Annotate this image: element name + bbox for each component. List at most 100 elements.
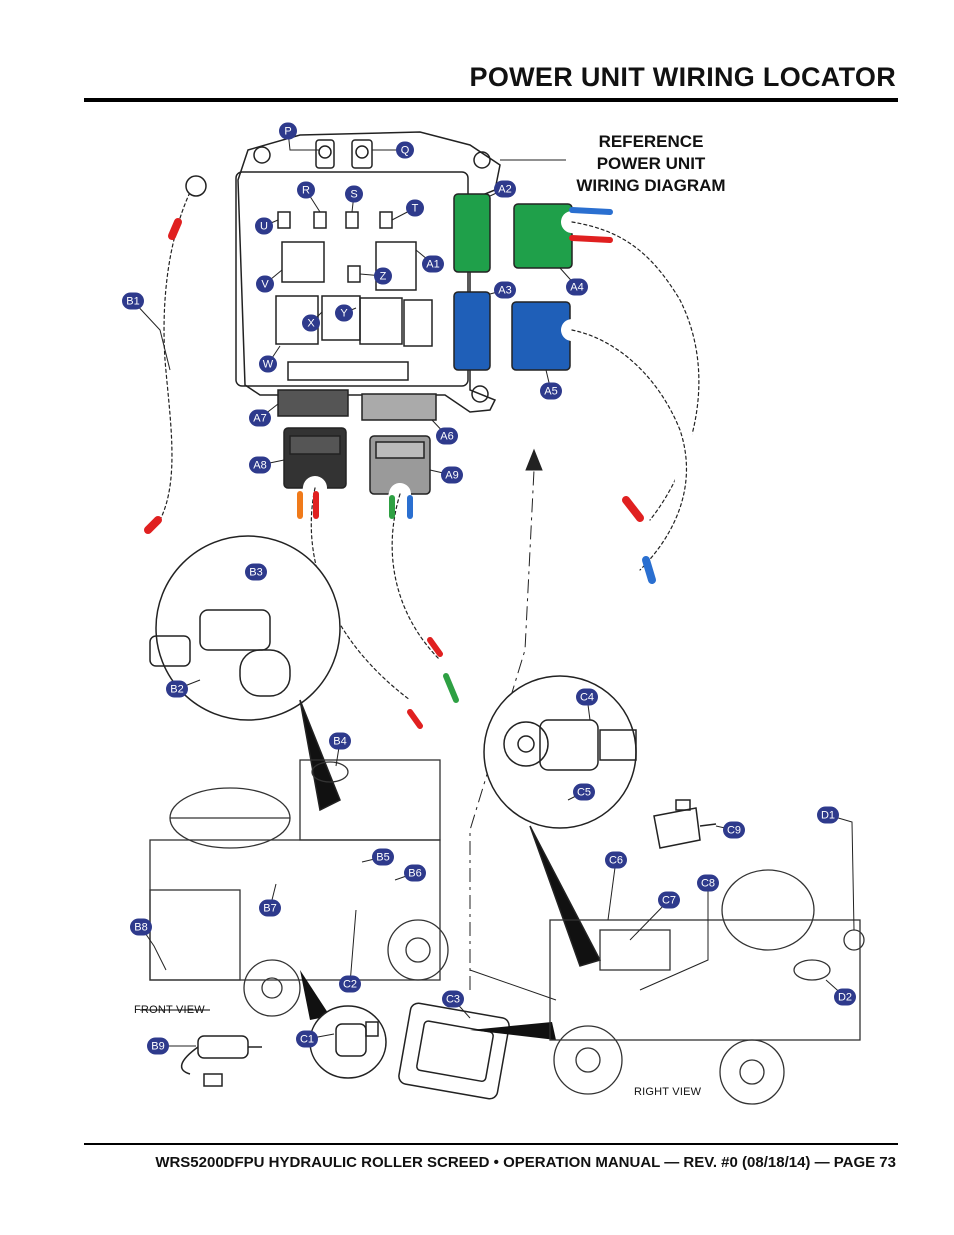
callout-c3: C3 bbox=[442, 990, 464, 1008]
callout-label-a9: A9 bbox=[445, 470, 458, 482]
callout-u: U bbox=[255, 217, 273, 235]
callout-label-a7: A7 bbox=[253, 413, 266, 425]
callout-a3: A3 bbox=[494, 281, 516, 299]
callout-t: T bbox=[406, 199, 424, 217]
page-title: POWER UNIT WIRING LOCATOR bbox=[469, 62, 896, 92]
callout-y: Y bbox=[335, 304, 353, 322]
callout-d2: D2 bbox=[834, 988, 856, 1006]
callout-label-b2: B2 bbox=[170, 684, 183, 696]
callout-z: Z bbox=[374, 267, 392, 285]
callout-v: V bbox=[256, 275, 274, 293]
connector-a2 bbox=[453, 193, 573, 273]
b9-sensor bbox=[180, 1035, 262, 1087]
callout-a5: A5 bbox=[540, 382, 562, 400]
fuse-relay-box bbox=[235, 131, 501, 413]
callout-b9: B9 bbox=[147, 1037, 169, 1055]
callout-b5: B5 bbox=[372, 848, 394, 866]
callout-label-c9: C9 bbox=[727, 825, 741, 837]
callout-b4: B4 bbox=[329, 732, 351, 750]
front-view-machine bbox=[140, 759, 449, 1017]
callout-label-v: V bbox=[261, 279, 269, 291]
callout-label-c5: C5 bbox=[577, 787, 591, 799]
footer-rule bbox=[84, 1143, 898, 1145]
c3-controller bbox=[398, 1002, 556, 1100]
callout-label-d1: D1 bbox=[821, 810, 835, 822]
callout-label-c1: C1 bbox=[300, 1034, 314, 1046]
callout-b7: B7 bbox=[259, 899, 281, 917]
callout-r: R bbox=[297, 181, 315, 199]
callout-d1: D1 bbox=[817, 806, 839, 824]
callout-label-a8: A8 bbox=[253, 460, 266, 472]
callout-label-c2: C2 bbox=[343, 979, 357, 991]
connector-a3 bbox=[453, 291, 571, 371]
inset-c1 bbox=[309, 1005, 387, 1079]
connector-a8 bbox=[283, 427, 347, 489]
callout-label-b6: B6 bbox=[408, 868, 421, 880]
callout-label-r: R bbox=[302, 185, 310, 197]
callout-label-c8: C8 bbox=[701, 878, 715, 890]
callout-label-u: U bbox=[260, 221, 268, 233]
callout-a7: A7 bbox=[249, 409, 271, 427]
callout-label-d2: D2 bbox=[838, 992, 852, 1004]
callout-c6: C6 bbox=[605, 851, 627, 869]
callout-label-z: Z bbox=[380, 271, 387, 283]
callout-label-w: W bbox=[263, 359, 274, 371]
harness-wires bbox=[144, 174, 710, 729]
callout-c9: C9 bbox=[723, 821, 745, 839]
callout-label-b4: B4 bbox=[333, 736, 346, 748]
inset-b3 bbox=[149, 535, 341, 812]
callout-label-a1: A1 bbox=[426, 259, 439, 271]
callout-s: S bbox=[345, 185, 363, 203]
callout-label-c3: C3 bbox=[446, 994, 460, 1006]
callout-label-b1: B1 bbox=[126, 296, 139, 308]
callout-label-a4: A4 bbox=[570, 282, 583, 294]
callout-label-a3: A3 bbox=[498, 285, 511, 297]
callout-b3: B3 bbox=[245, 563, 267, 581]
callout-label-c4: C4 bbox=[580, 692, 594, 704]
page-footer: WRS5200DFPU HYDRAULIC ROLLER SCREED • OP… bbox=[155, 1154, 896, 1171]
callout-label-a6: A6 bbox=[440, 431, 453, 443]
callout-w: W bbox=[259, 355, 277, 373]
header-rule bbox=[84, 98, 898, 102]
callout-label-b3: B3 bbox=[249, 567, 262, 579]
callout-c5: C5 bbox=[573, 783, 595, 801]
callout-c8: C8 bbox=[697, 874, 719, 892]
callout-x: X bbox=[302, 314, 320, 332]
callout-label-q: Q bbox=[401, 145, 410, 157]
callout-label-t: T bbox=[412, 203, 419, 215]
right-view-machine bbox=[549, 869, 865, 1105]
callout-label-b5: B5 bbox=[376, 852, 389, 864]
reference-line-2: POWER UNIT bbox=[596, 154, 706, 173]
callout-a2: A2 bbox=[494, 180, 516, 198]
callout-label-b8: B8 bbox=[134, 922, 147, 934]
c9-sensor bbox=[653, 799, 717, 849]
connector-a9 bbox=[369, 435, 431, 495]
callout-c7: C7 bbox=[658, 891, 680, 909]
inset-c4 bbox=[483, 675, 637, 967]
callout-label-b9: B9 bbox=[151, 1041, 164, 1053]
callout-b1: B1 bbox=[122, 292, 144, 310]
c1-pointer bbox=[300, 970, 330, 1020]
right-view-label: RIGHT VIEW bbox=[634, 1086, 702, 1098]
callout-c1: C1 bbox=[296, 1030, 318, 1048]
callout-b8: B8 bbox=[130, 918, 152, 936]
callout-label-a2: A2 bbox=[498, 184, 511, 196]
reference-label: REFERENCE POWER UNIT WIRING DIAGRAM bbox=[566, 131, 736, 197]
callout-a1: A1 bbox=[422, 255, 444, 273]
reference-line-1: REFERENCE bbox=[598, 132, 704, 151]
front-view-label: FRONT VIEW bbox=[134, 1004, 205, 1016]
callout-c2: C2 bbox=[339, 975, 361, 993]
callout-a6: A6 bbox=[436, 427, 458, 445]
callout-label-b7: B7 bbox=[263, 903, 276, 915]
callout-label-p: P bbox=[284, 126, 291, 138]
callout-label-a5: A5 bbox=[544, 386, 557, 398]
connector-a7-a6 bbox=[277, 389, 437, 421]
callout-a9: A9 bbox=[441, 466, 463, 484]
callout-label-c6: C6 bbox=[609, 855, 623, 867]
callout-p: P bbox=[279, 122, 297, 140]
reference-line-3: WIRING DIAGRAM bbox=[576, 176, 726, 195]
callout-b2: B2 bbox=[166, 680, 188, 698]
callout-c4: C4 bbox=[576, 688, 598, 706]
callout-a8: A8 bbox=[249, 456, 271, 474]
